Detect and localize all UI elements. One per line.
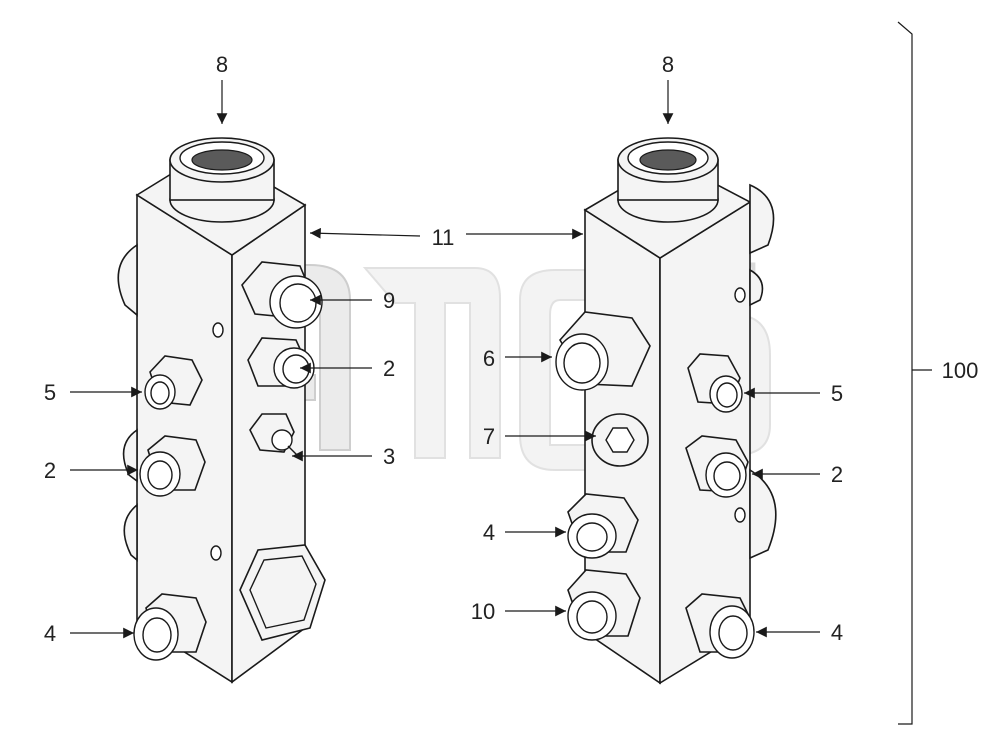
right-fitting-5 <box>687 353 743 413</box>
callout-3: 3 <box>383 444 395 469</box>
right-fitting-6 <box>555 311 651 391</box>
callout-5-right: 5 <box>831 381 843 406</box>
callout-labels: 8 8 11 9 2 3 5 2 4 6 7 4 10 5 2 4 100 <box>44 52 978 646</box>
right-fitting-4a <box>567 493 639 559</box>
left-fitting-3 <box>249 413 299 457</box>
left-fitting-9 <box>241 261 323 329</box>
callout-11: 11 <box>432 225 455 250</box>
callout-2-right: 2 <box>831 462 843 487</box>
callout-4-right-lower: 4 <box>831 620 843 645</box>
left-plug-large <box>239 544 326 641</box>
left-fitting-2a <box>247 337 315 389</box>
callout-8-left: 8 <box>216 52 228 77</box>
left-manifold <box>117 137 326 684</box>
right-fitting-10 <box>567 569 641 641</box>
callout-5-left: 5 <box>44 380 56 405</box>
leader-lines <box>70 21 932 725</box>
right-fitting-2 <box>685 435 749 498</box>
callout-7: 7 <box>483 424 495 449</box>
callout-4-left: 4 <box>44 621 56 646</box>
assembly-bracket <box>897 21 913 725</box>
callout-2-left-lower: 2 <box>44 458 56 483</box>
right-plug-7 <box>591 413 649 467</box>
left-fitting-4 <box>133 593 207 661</box>
callout-6: 6 <box>483 346 495 371</box>
callout-9: 9 <box>383 288 395 313</box>
right-manifold <box>555 137 777 685</box>
callout-4-right-upper: 4 <box>483 520 495 545</box>
callout-10: 10 <box>471 599 495 624</box>
right-fitting-4b <box>685 593 755 659</box>
callout-100: 100 <box>942 358 979 383</box>
left-fitting-5 <box>144 355 203 410</box>
callout-2-left-upper: 2 <box>383 356 395 381</box>
callout-8-right: 8 <box>662 52 674 77</box>
left-fitting-2b <box>139 435 206 497</box>
